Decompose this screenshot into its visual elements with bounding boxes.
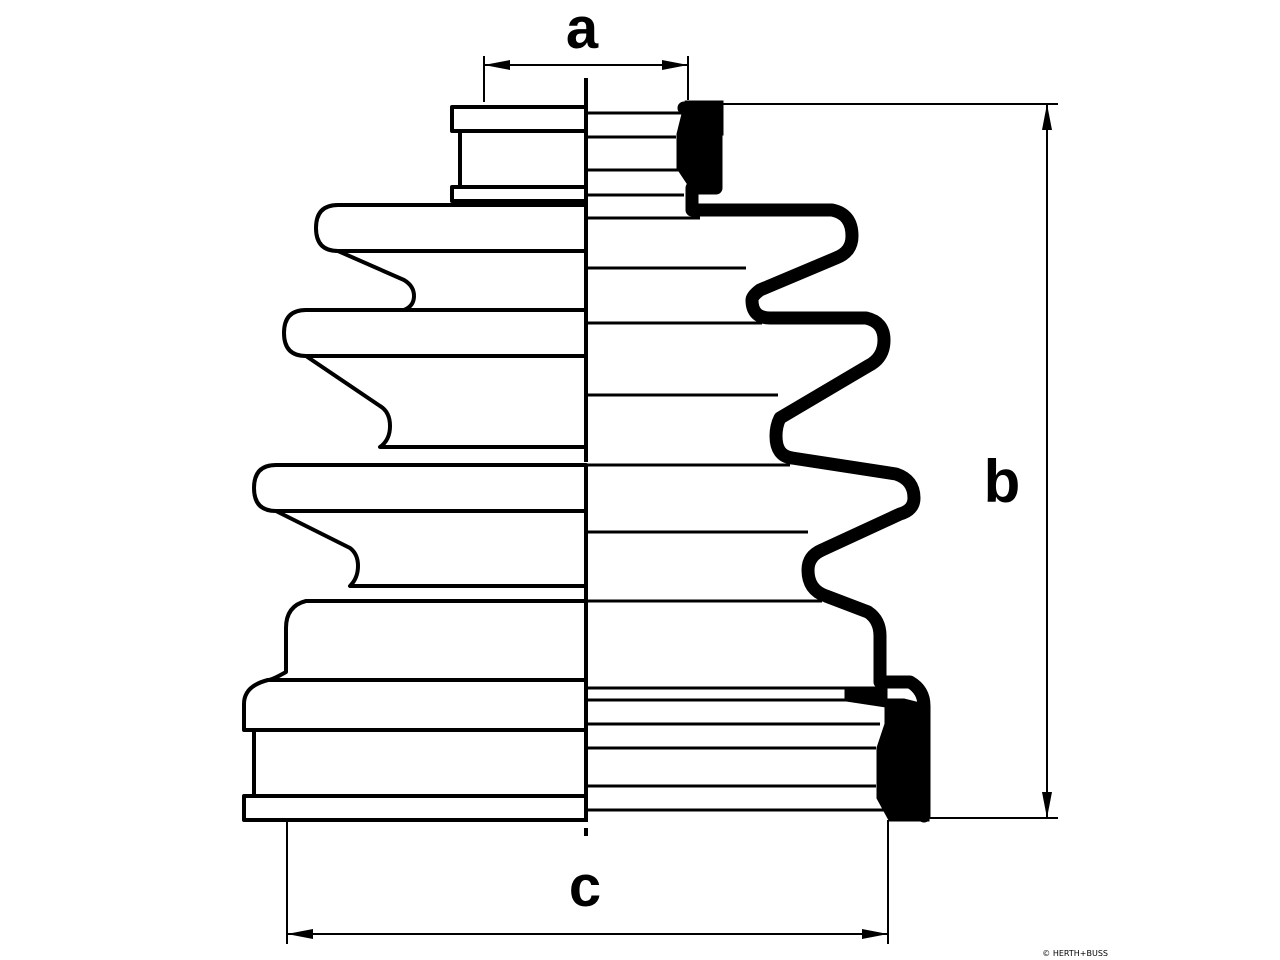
dim-b-arrow-bottom [1042, 792, 1052, 818]
dim-c-arrow-right [862, 929, 888, 939]
boot-outer-view [242, 105, 588, 822]
top-seal-block [676, 100, 724, 188]
dimension-c [286, 820, 889, 944]
fold-2 [282, 308, 588, 358]
dim-a-arrow-right [662, 60, 688, 70]
bottom-seal-block [844, 686, 930, 822]
top-collar-neck [458, 129, 588, 189]
boot-wall-profile [677, 101, 931, 823]
dimension-b-label: b [984, 448, 1021, 515]
fold-3 [252, 463, 588, 513]
fold-1 [314, 203, 588, 253]
lower-shoulder [266, 599, 588, 682]
section-inner-lines [586, 111, 888, 812]
fold-1-valley [336, 249, 588, 312]
fold-2-valley [304, 354, 588, 449]
dimension-a [483, 56, 689, 102]
bottom-collar-body [252, 728, 588, 798]
dimension-b [722, 103, 1058, 819]
dim-b-arrow-top [1042, 104, 1052, 130]
boot-section-view [586, 100, 931, 823]
top-collar-lip [450, 105, 588, 133]
top-collar-base [450, 185, 588, 203]
copyright-watermark: © HERTH+BUSS [1042, 949, 1108, 958]
fold-3-valley [274, 509, 588, 588]
bottom-collar-top-ring [242, 678, 588, 732]
dim-a-arrow-left [484, 60, 510, 70]
dimension-a-label: a [566, 0, 599, 61]
bottom-collar-bottom-ring [242, 794, 588, 822]
dim-c-arrow-left [287, 929, 313, 939]
dimension-c-label: c [569, 854, 601, 919]
